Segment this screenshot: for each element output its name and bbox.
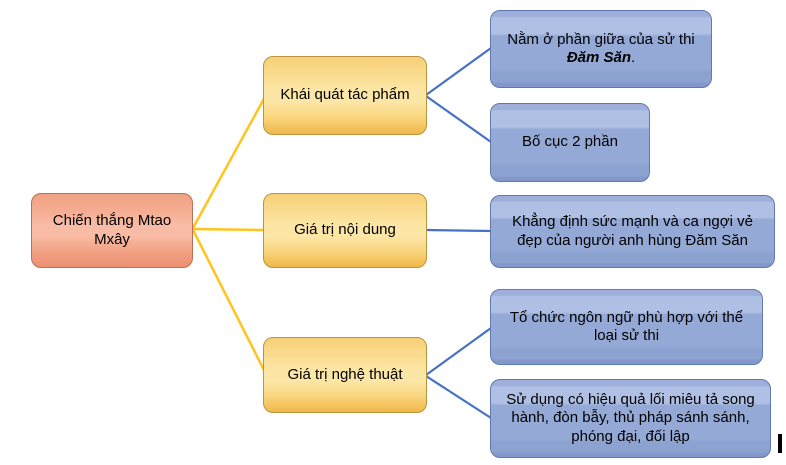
connector-branch3-to-leaf4 [425,327,492,376]
connector-branch3-to-leaf5 [425,375,492,419]
branch-node-label: Khái quát tác phẩm [280,86,410,104]
leaf-node-label: Bố cục 2 phần [522,133,618,151]
connector-branch1-to-leaf1 [425,47,492,96]
leaf-node-techniques: Sử dụng có hiệu quả lối miêu tả song hàn… [490,379,771,458]
branch-node-artistic-value: Giá trị nghệ thuật [263,337,427,413]
leaf-node-label: Khẳng định sức mạnh và ca ngợi vẻ đẹp củ… [512,213,753,249]
branch-node-overview: Khái quát tác phẩm [263,56,427,135]
root-node: Chiến thắng Mtao Mxây [31,193,193,268]
leaf-node-language-organization: Tổ chức ngôn ngữ phù hợp với thể loại sử… [490,289,763,365]
leaf-node-label: Nằm ở phần giữa của sử thi Đăm Săn. [501,31,701,68]
branch-node-label: Giá trị nội dung [294,221,396,239]
leaf-node-position-in-epic: Nằm ở phần giữa của sử thi Đăm Săn. [490,10,712,88]
connector-root-to-branch3 [191,229,268,375]
leaf-node-structure: Bố cục 2 phần [490,103,650,182]
connector-root-to-branch2 [192,227,267,232]
branch-node-content-value: Giá trị nội dung [263,193,427,268]
leaf-node-label: Sử dụng có hiệu quả lối miêu tả song hàn… [506,391,755,445]
connector-branch1-to-leaf2 [425,95,492,143]
branch-node-label: Giá trị nghệ thuật [287,365,403,383]
leaf-node-content-description: Khẳng định sức mạnh và ca ngợi vẻ đẹp củ… [490,195,775,268]
root-node-label: Chiến thắng Mtao Mxây [52,212,172,248]
leaf-node-label: Tổ chức ngôn ngữ phù hợp với thể loại sử… [509,308,744,344]
leaf-text-emphasis: Đăm Săn [566,49,632,66]
text-cursor-mark [778,434,782,453]
connector-branch2-to-leaf3 [425,228,492,233]
leaf-text-prefix: Nằm ở phần giữa của sử thi [507,30,695,48]
leaf-text-suffix: . [631,49,636,66]
connector-root-to-branch1 [191,94,268,229]
